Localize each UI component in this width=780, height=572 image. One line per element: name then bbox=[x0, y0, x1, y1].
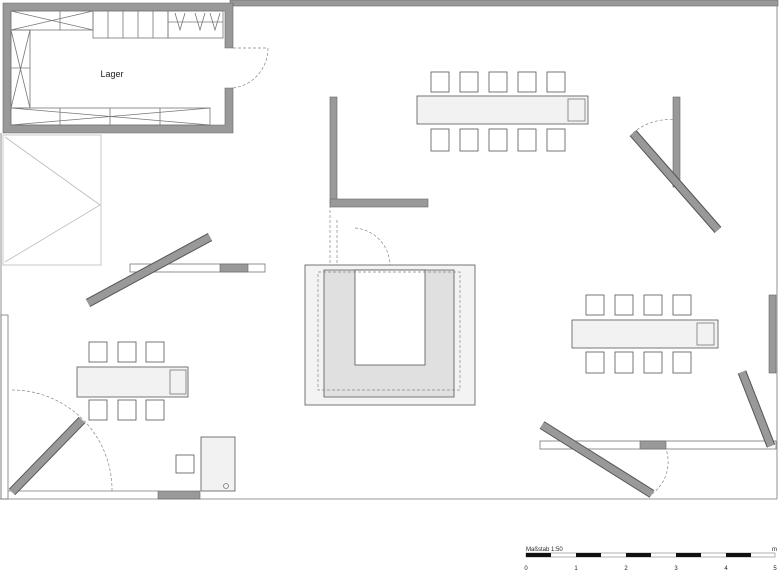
scale-tick-0: 0 bbox=[524, 566, 528, 572]
scale-unit: m bbox=[772, 547, 777, 553]
table-group-left bbox=[76, 341, 236, 492]
pivot-panels bbox=[8, 119, 776, 498]
scale-tick-2: 2 bbox=[624, 566, 628, 572]
scale-title: Maßstab 1:50 bbox=[526, 547, 563, 553]
central-counter bbox=[304, 264, 476, 406]
interior-walls bbox=[0, 96, 777, 500]
door-swing bbox=[232, 47, 269, 89]
scale-tick-5: 5 bbox=[773, 566, 777, 572]
scale-tick-4: 4 bbox=[724, 566, 728, 572]
scale-tick-3: 3 bbox=[674, 566, 678, 572]
room-label-lager: Lager bbox=[100, 69, 123, 79]
table-group-right bbox=[571, 294, 719, 374]
table-group-top bbox=[416, 71, 589, 152]
storage-room: Lager bbox=[2, 2, 269, 134]
scale-bar: Maßstab 1:50 m 0 1 2 3 4 5 bbox=[524, 547, 777, 572]
ramp-area bbox=[2, 134, 102, 266]
scale-tick-1: 1 bbox=[574, 566, 578, 572]
